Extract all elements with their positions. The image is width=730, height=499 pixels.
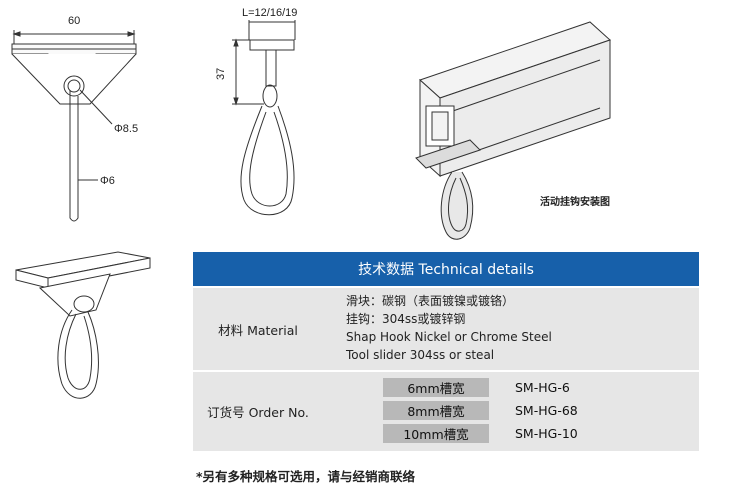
rod-diameter-label: Φ6 <box>100 175 115 187</box>
material-row: 材料 Material 滑块：碳钢（表面镀镍或镀铬） 挂钩：304ss或镀锌钢 … <box>193 288 699 370</box>
material-line: 滑块：碳钢（表面镀镍或镀铬） <box>346 294 515 308</box>
technical-details-table: 技术数据 Technical details 材料 Material 滑块：碳钢… <box>193 252 699 451</box>
perspective-drawing <box>15 251 151 399</box>
installation-drawing <box>415 21 611 240</box>
material-line: Shap Hook Nickel or Chrome Steel <box>346 330 552 344</box>
height-dim-label: 37 <box>215 68 227 80</box>
slot-width-chip: 10mm槽宽 <box>383 424 489 443</box>
order-label: 订货号 Order No. <box>207 405 309 420</box>
material-label: 材料 Material <box>218 322 298 338</box>
eye-diameter-label: Φ8.5 <box>114 123 138 135</box>
footnote: *另有多种规格可选用，请与经销商联络 <box>196 469 416 484</box>
top-view-drawing <box>11 30 137 222</box>
side-view-drawing <box>232 20 296 216</box>
material-line: Tool slider 304ss or steal <box>346 348 495 362</box>
table-header: 技术数据 Technical details <box>193 252 699 286</box>
order-code: SM-HG-10 <box>515 426 578 441</box>
width-dim-label: 60 <box>68 15 80 27</box>
material-line: 挂钩：304ss或镀锌钢 <box>346 312 466 326</box>
slot-width-chip: 6mm槽宽 <box>383 378 489 397</box>
material-values: 滑块：碳钢（表面镀镍或镀铬） 挂钩：304ss或镀锌钢 Shap Hook Ni… <box>346 292 552 364</box>
slot-width-chip: 8mm槽宽 <box>383 401 489 420</box>
order-code: SM-HG-6 <box>515 380 570 395</box>
installation-caption: 活动挂钩安装图 <box>540 197 610 208</box>
length-dim-label: L=12/16/19 <box>242 7 297 19</box>
order-row: 订货号 Order No. 6mm槽宽 SM-HG-6 8mm槽宽 SM-HG-… <box>193 372 699 451</box>
order-code: SM-HG-68 <box>515 403 578 418</box>
